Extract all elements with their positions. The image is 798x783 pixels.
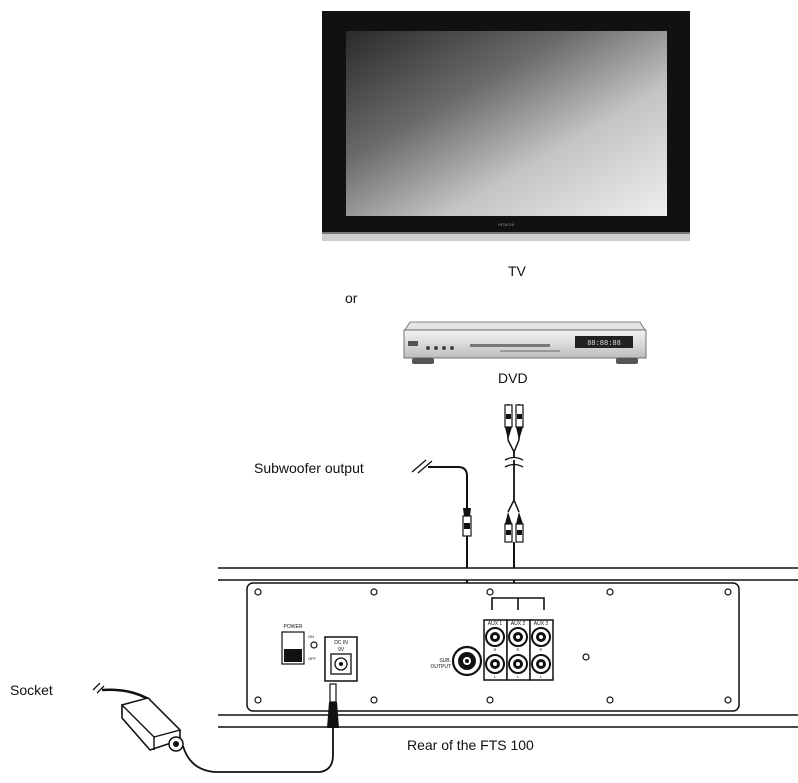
power-adapter-illustration	[92, 682, 339, 773]
aux2-r-label: R	[517, 647, 520, 652]
dvd-player-illustration: 88:88:88	[403, 321, 647, 364]
or-label: or	[345, 290, 358, 306]
tv-label: TV	[508, 263, 526, 279]
sub-output-label-2: OUTPUT	[430, 664, 451, 670]
rca-cable-bottom-illustration	[504, 499, 524, 596]
aux2-l-label: L	[517, 674, 520, 679]
aux2-label: AUX 2	[511, 621, 526, 627]
aux1-l-label: L	[494, 674, 497, 679]
aux3-l-label: L	[540, 674, 543, 679]
tv-brand-text: HITACHI	[498, 222, 514, 227]
sub-output-label-1: SUB.	[439, 658, 451, 664]
dvd-display-text: 88:88:88	[587, 340, 621, 348]
aux1-label: AUX 1	[488, 621, 503, 627]
aux3-r-label: R	[540, 647, 543, 652]
socket-label: Socket	[10, 682, 53, 698]
rear-panel-illustration	[218, 567, 798, 728]
dc-voltage-label: 9V	[338, 647, 345, 653]
aux3-label: AUX 3	[534, 621, 549, 627]
power-off-label: OFF	[308, 656, 317, 661]
power-label: POWER	[284, 624, 303, 630]
rca-cable-top-illustration	[504, 404, 524, 500]
dvd-label: DVD	[498, 370, 528, 386]
dc-in-label: DC IN	[334, 640, 348, 646]
rear-of-fts100-label: Rear of the FTS 100	[407, 737, 534, 753]
tv-illustration: HITACHI	[322, 11, 690, 241]
subwoofer-output-label: Subwoofer output	[254, 460, 364, 476]
power-on-label: ON	[308, 634, 314, 639]
aux1-r-label: R	[494, 647, 497, 652]
